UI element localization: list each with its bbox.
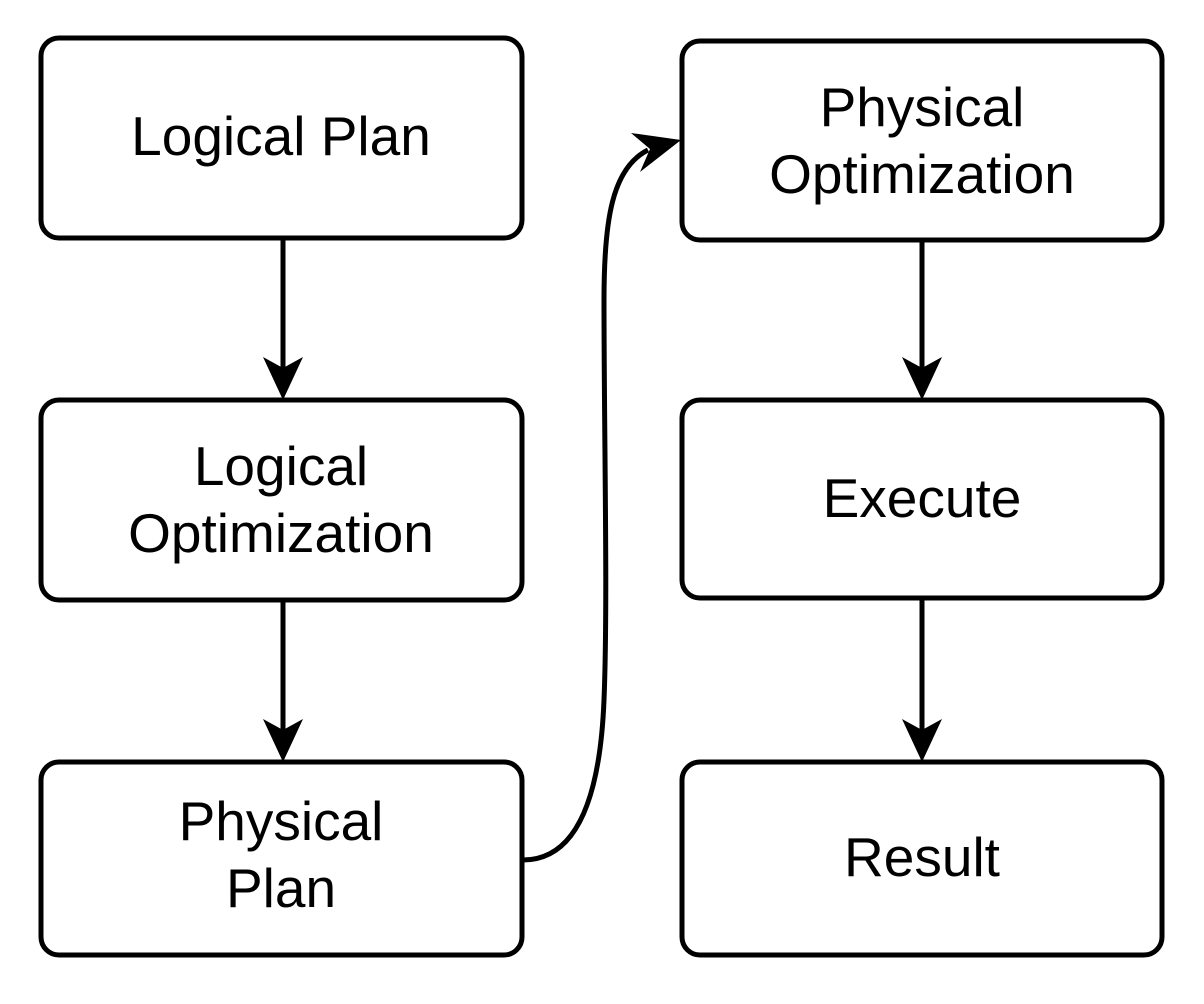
node-label-logical-optimization-line1: Logical (194, 435, 368, 497)
arrowhead-down-icon (263, 357, 303, 400)
node-label-logical-plan: Logical Plan (131, 105, 431, 167)
node-shape[interactable] (679, 38, 1165, 243)
node-shape[interactable] (679, 759, 1165, 958)
edge-logical-optimization-to-physical-plan (263, 600, 303, 762)
node-shape[interactable] (38, 759, 525, 958)
node-label-physical-optimization-line1: Physical (820, 76, 1025, 138)
arrowhead-down-icon (902, 357, 942, 400)
edge-logical-plan-to-logical-optimization (263, 238, 303, 400)
node-physical-optimization[interactable]: Physical Optimization (679, 38, 1165, 243)
edge-curve-segment (522, 147, 650, 863)
node-logical-plan[interactable]: Logical Plan (38, 35, 525, 241)
node-shape[interactable] (38, 397, 525, 603)
edge-execute-to-result (902, 598, 942, 762)
edge-physical-optimization-to-execute (902, 240, 942, 400)
node-physical-plan[interactable]: Physical Plan (38, 759, 525, 958)
node-label-physical-optimization-line2: Optimization (769, 143, 1075, 205)
edge-physical-plan-to-physical-optimization (522, 133, 681, 863)
node-shape[interactable] (679, 397, 1165, 601)
arrowhead-right-icon (631, 133, 681, 172)
node-label-execute: Execute (823, 467, 1022, 529)
node-shape[interactable] (38, 35, 525, 241)
node-label-result: Result (844, 826, 1000, 888)
arrowhead-down-icon (263, 719, 303, 762)
node-label-physical-plan-line1: Physical (179, 790, 384, 852)
arrowhead-down-icon (902, 719, 942, 762)
node-result[interactable]: Result (679, 759, 1165, 958)
node-label-logical-optimization-line2: Optimization (128, 502, 434, 564)
node-logical-optimization[interactable]: Logical Optimization (38, 397, 525, 603)
node-label-physical-plan-line2: Plan (226, 857, 336, 919)
node-execute[interactable]: Execute (679, 397, 1165, 601)
